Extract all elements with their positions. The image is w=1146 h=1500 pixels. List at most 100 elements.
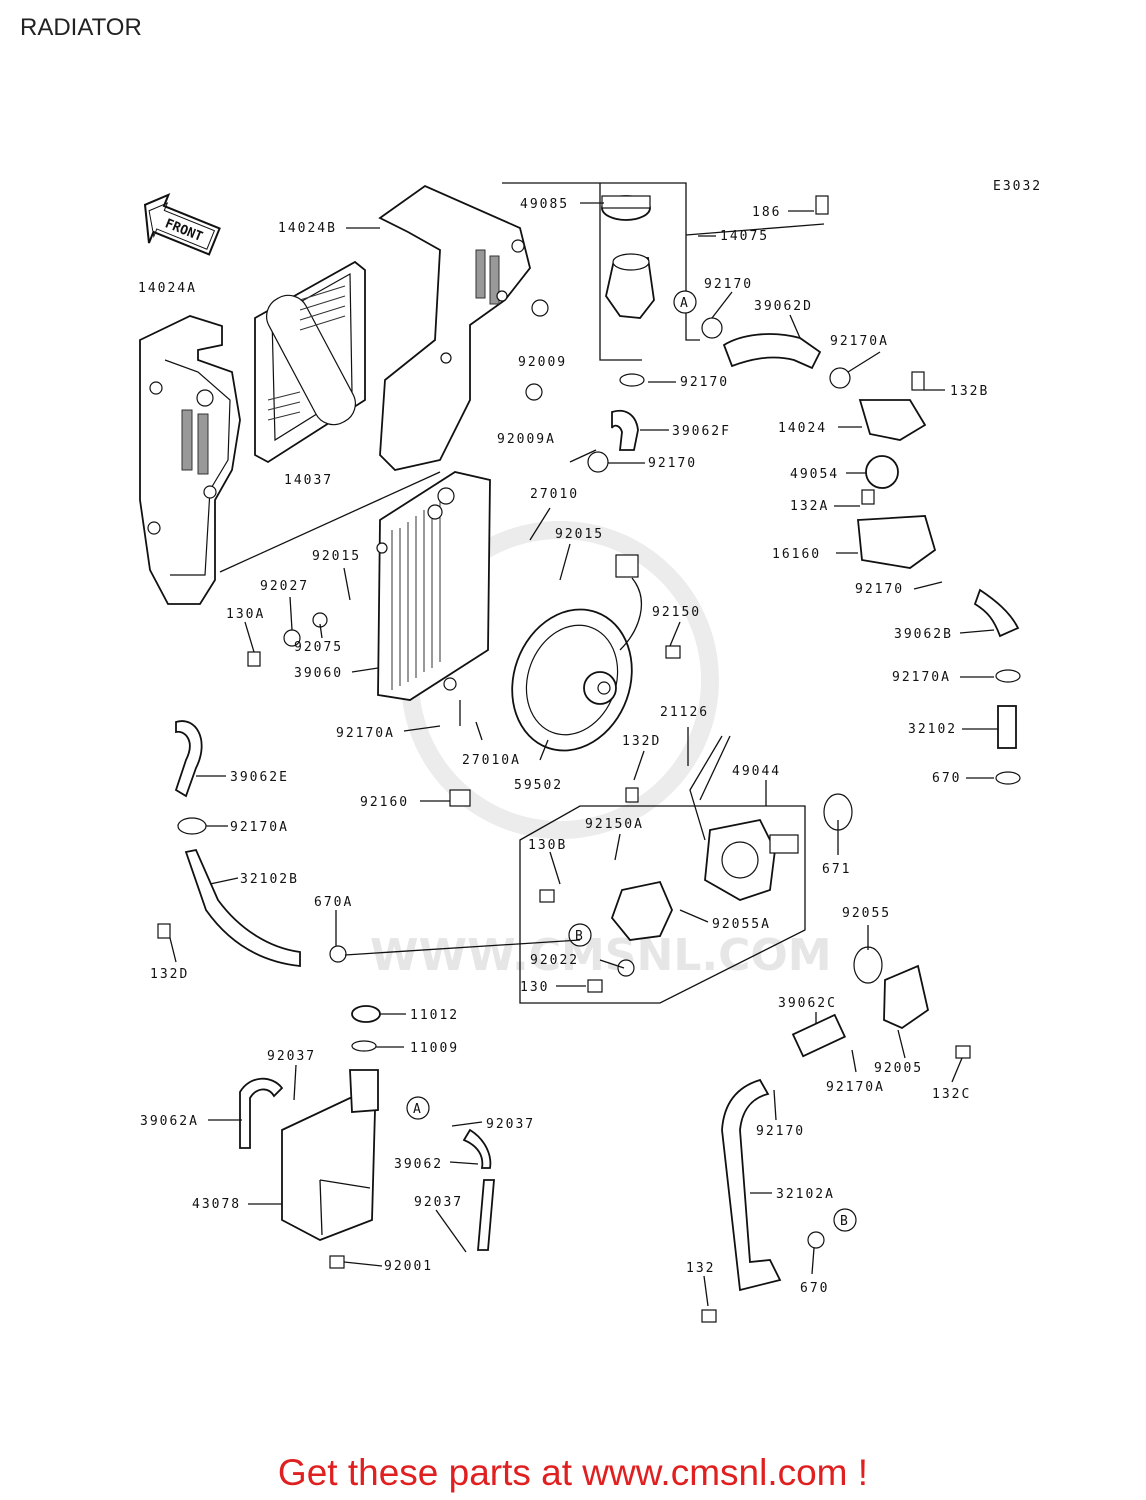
water-pipe-elbow	[883, 964, 930, 1030]
label-39062B: 39062B	[894, 627, 953, 642]
parts-shop-link[interactable]: Get these parts at www.cmsnl.com !	[277, 1452, 869, 1493]
label-92170A-l: 92170A	[336, 726, 395, 741]
label-186: 186	[752, 205, 781, 220]
pipe-32102A	[721, 1078, 782, 1292]
label-132D-l: 132D	[150, 967, 189, 982]
part-labels: 14024B 14024A 49085 186 14075 92170 3906…	[138, 197, 989, 1296]
label-39062D: 39062D	[754, 299, 813, 314]
thermostat	[865, 455, 899, 489]
label-92037-c: 92037	[414, 1195, 463, 1210]
label-670-b: 670	[800, 1281, 829, 1296]
svg-text:B: B	[840, 1214, 850, 1229]
label-59502: 59502	[514, 778, 563, 793]
label-92150A: 92150A	[585, 817, 644, 832]
reserve-tank	[281, 1069, 379, 1241]
thermostat-cover	[858, 399, 927, 441]
label-11012: 11012	[410, 1008, 459, 1023]
water-pump-cover	[610, 880, 673, 941]
label-92170A-e: 92170A	[230, 820, 289, 835]
diagram-code: E3032	[993, 179, 1042, 194]
leader-lines	[169, 202, 998, 1307]
label-132C: 132C	[932, 1087, 971, 1102]
hose-39062	[462, 1128, 492, 1169]
label-39062E: 39062E	[230, 770, 289, 785]
label-21126: 21126	[660, 705, 709, 720]
label-27010: 27010	[530, 487, 579, 502]
label-92170A-top: 92170A	[830, 334, 889, 349]
label-43078: 43078	[192, 1197, 241, 1212]
thermostat-housing	[857, 515, 937, 569]
hose-39062E	[174, 720, 203, 798]
hose-39062F	[611, 409, 639, 451]
label-130A: 130A	[226, 607, 265, 622]
label-32102: 32102	[908, 722, 957, 737]
label-92009: 92009	[518, 355, 567, 370]
page-title: RADIATOR	[20, 14, 142, 41]
clamp-92170-b	[587, 451, 609, 473]
front-arrow-icon: FRONT	[143, 192, 221, 256]
label-16160: 16160	[772, 547, 821, 562]
hose-overflow	[477, 1179, 495, 1251]
water-pump	[704, 793, 853, 901]
watermark-text: WWW.CMSNL.COM	[370, 930, 832, 981]
label-92015-l: 92015	[312, 549, 361, 564]
label-92150: 92150	[652, 605, 701, 620]
radiator-parts-diagram: WWW.CMSNL.COM E3032 FRONT	[138, 179, 1042, 1323]
label-92170-top: 92170	[704, 277, 753, 292]
svg-text:A: A	[680, 296, 690, 311]
label-49085: 49085	[520, 197, 569, 212]
o-ring-670A	[329, 945, 347, 963]
o-ring-92055	[853, 946, 883, 984]
svg-text:A: A	[413, 1102, 423, 1117]
label-92170-b: 92170	[648, 456, 697, 471]
label-39062A: 39062A	[140, 1114, 199, 1129]
clamp-92170A-a	[829, 367, 851, 389]
label-39060: 39060	[294, 666, 343, 681]
label-92055: 92055	[842, 906, 891, 921]
pipe-32102	[997, 705, 1017, 749]
label-14037: 14037	[284, 473, 333, 488]
label-92001: 92001	[384, 1259, 433, 1274]
label-670: 670	[932, 771, 961, 786]
hose-39062A	[239, 1077, 284, 1149]
svg-text:B: B	[575, 929, 585, 944]
clamp-92170-a	[701, 317, 723, 339]
o-ring-670	[995, 771, 1021, 785]
radiator-shroud-right	[378, 184, 531, 471]
label-92170-d: 92170	[756, 1124, 805, 1139]
label-92027: 92027	[260, 579, 309, 594]
label-132D-mid: 132D	[622, 734, 661, 749]
radiator-screen	[254, 260, 366, 464]
cooling-fan	[511, 554, 642, 752]
hose-39062B	[973, 588, 1020, 638]
callout-a-bottom: A	[406, 1096, 430, 1120]
label-14024A: 14024A	[138, 281, 197, 296]
label-92037-b: 92037	[486, 1117, 535, 1132]
label-670A: 670A	[314, 895, 353, 910]
label-32102A: 32102A	[776, 1187, 835, 1202]
cap-seal	[351, 1040, 377, 1052]
hose-39062C	[791, 1013, 847, 1058]
label-671: 671	[822, 862, 851, 877]
label-130B: 130B	[528, 838, 567, 853]
label-49044: 49044	[732, 764, 781, 779]
label-92022: 92022	[530, 953, 579, 968]
callout-a-top: A	[673, 290, 697, 314]
bolts	[157, 195, 971, 1323]
label-92170-mid: 92170	[680, 375, 729, 390]
clamp-92170A-c	[177, 817, 207, 835]
hose-39062D	[722, 333, 822, 370]
radiator-shroud-left	[139, 315, 241, 605]
label-132: 132	[686, 1261, 715, 1276]
label-32102B: 32102B	[240, 872, 299, 887]
label-132B: 132B	[950, 384, 989, 399]
label-92170A-r: 92170A	[892, 670, 951, 685]
label-92009A: 92009A	[497, 432, 556, 447]
label-11009: 11009	[410, 1041, 459, 1056]
label-92015-r: 92015	[555, 527, 604, 542]
label-39062: 39062	[394, 1157, 443, 1172]
label-14024B: 14024B	[278, 221, 337, 236]
o-ring-670-b	[807, 1231, 825, 1249]
tank-cap	[351, 1005, 381, 1023]
radiator-core	[376, 471, 491, 701]
